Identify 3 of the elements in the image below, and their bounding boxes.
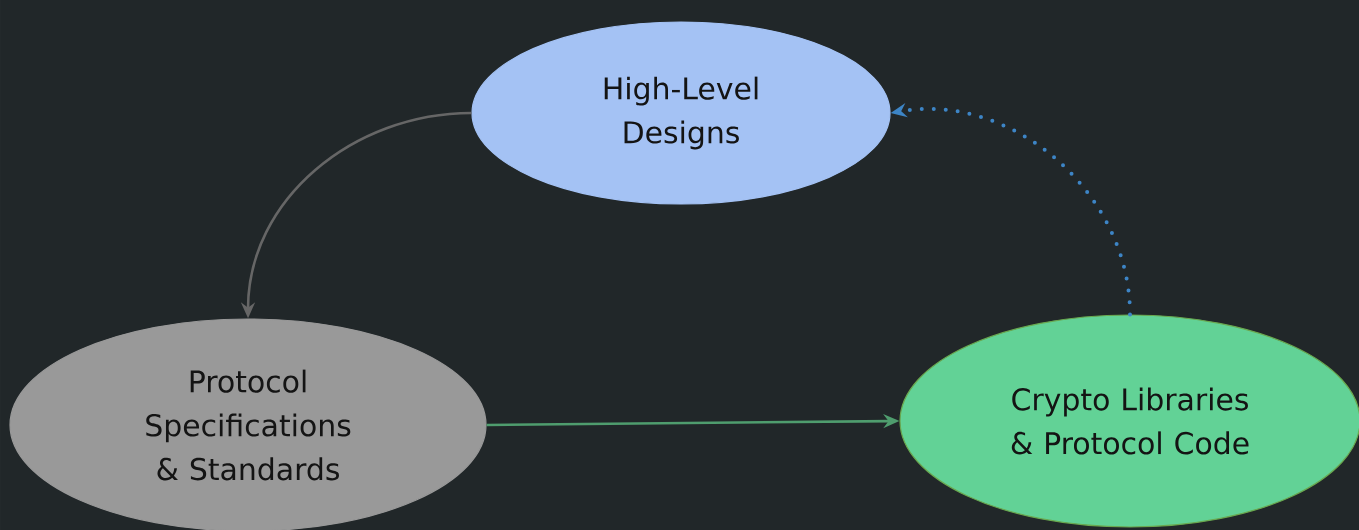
ellipse-node: Protocol Specifications & Standards bbox=[9, 318, 487, 530]
ellipse-node: High-Level Designs bbox=[471, 21, 891, 205]
ellipse-node: Crypto Libraries & Protocol Code bbox=[899, 314, 1359, 528]
